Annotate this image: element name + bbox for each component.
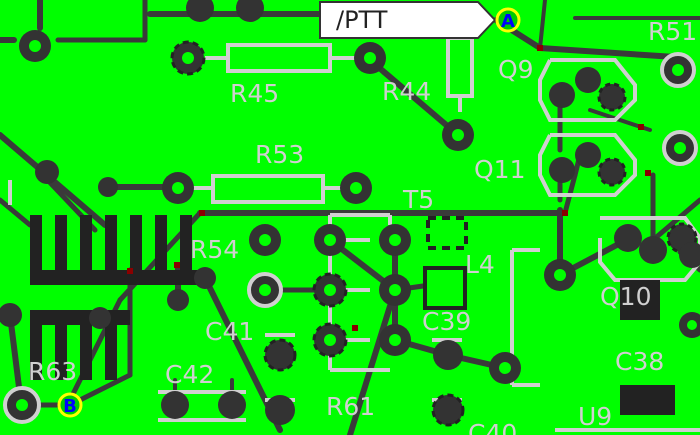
refdes-r53: R53 [255,140,304,169]
refdes-t5: T5 [402,185,434,214]
refdes-r63: R63 [28,357,77,386]
refdes-r45: R45 [230,79,279,108]
refdes-q9: Q9 [498,55,534,84]
refdes-r51: R51 [648,17,697,46]
refdes-r61: R61 [326,392,375,421]
refdes-c41: C41 [205,317,254,346]
marker-a[interactable]: A [495,7,521,33]
net-label-ptt: /PTT [319,1,497,39]
refdes-labels: R51 R45 R44 Q9 R53 Q11 T5 R54 L4 Q10 C41… [28,17,697,435]
marker-b-label: B [63,396,77,417]
refdes-q10: Q10 [600,282,652,311]
ic-footprint [30,215,200,380]
refdes-c40: C40 [468,419,517,435]
refdes-l4: L4 [465,250,495,279]
refdes-c42: C42 [165,360,214,389]
refdes-q11: Q11 [474,155,526,184]
refdes-c39: C39 [422,307,471,336]
vias [127,45,651,331]
refdes-c38: C38 [615,347,664,376]
marker-a-label: A [501,11,515,32]
net-label-text: /PTT [336,6,388,34]
refdes-u9: U9 [578,402,612,431]
refdes-r44: R44 [382,77,431,106]
marker-b[interactable]: B [57,392,83,418]
refdes-r54: R54 [190,235,239,264]
